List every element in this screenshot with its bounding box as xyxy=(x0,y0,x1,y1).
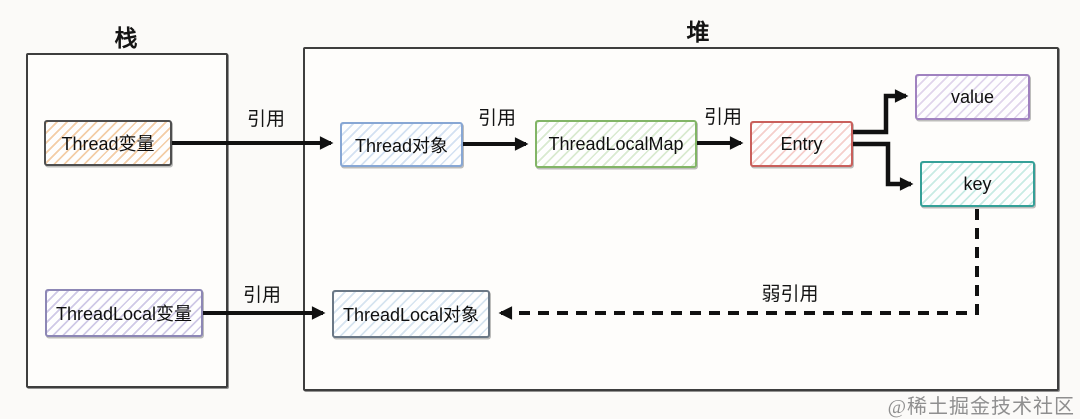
edge-label-reference-3: 引用 xyxy=(703,107,743,128)
node-thread-variable-label: Thread变量 xyxy=(61,134,155,154)
watermark: @稀土掘金技术社区 xyxy=(887,396,1075,418)
node-threadlocal-object: ThreadLocal对象 xyxy=(332,290,490,338)
node-threadlocal-variable: ThreadLocal变量 xyxy=(45,289,203,337)
stack-region-box xyxy=(26,53,228,388)
node-value-label: value xyxy=(950,86,995,107)
node-key-label: key xyxy=(963,173,992,194)
node-thread-object-label: Thread对象 xyxy=(354,135,449,156)
edge-label-weak-reference: 弱引用 xyxy=(761,284,819,305)
edge-label-reference-4: 引用 xyxy=(242,285,282,306)
edge-label-reference-1: 引用 xyxy=(246,109,286,130)
stack-region-label: 栈 xyxy=(114,25,138,51)
node-value: value xyxy=(915,74,1030,120)
node-thread-variable: Thread变量 xyxy=(44,120,172,166)
node-threadlocal-variable-label: ThreadLocal变量 xyxy=(55,304,193,324)
node-threadlocal-object-label: ThreadLocal对象 xyxy=(342,305,480,325)
node-entry: Entry xyxy=(750,121,853,167)
node-key: key xyxy=(920,161,1035,207)
node-threadlocalmap: ThreadLocalMap xyxy=(535,120,697,168)
heap-region-label: 堆 xyxy=(686,19,710,45)
node-threadlocalmap-label: ThreadLocalMap xyxy=(548,133,684,154)
edge-label-reference-2: 引用 xyxy=(477,108,517,129)
node-entry-label: Entry xyxy=(780,133,823,154)
node-thread-object: Thread对象 xyxy=(340,122,463,167)
